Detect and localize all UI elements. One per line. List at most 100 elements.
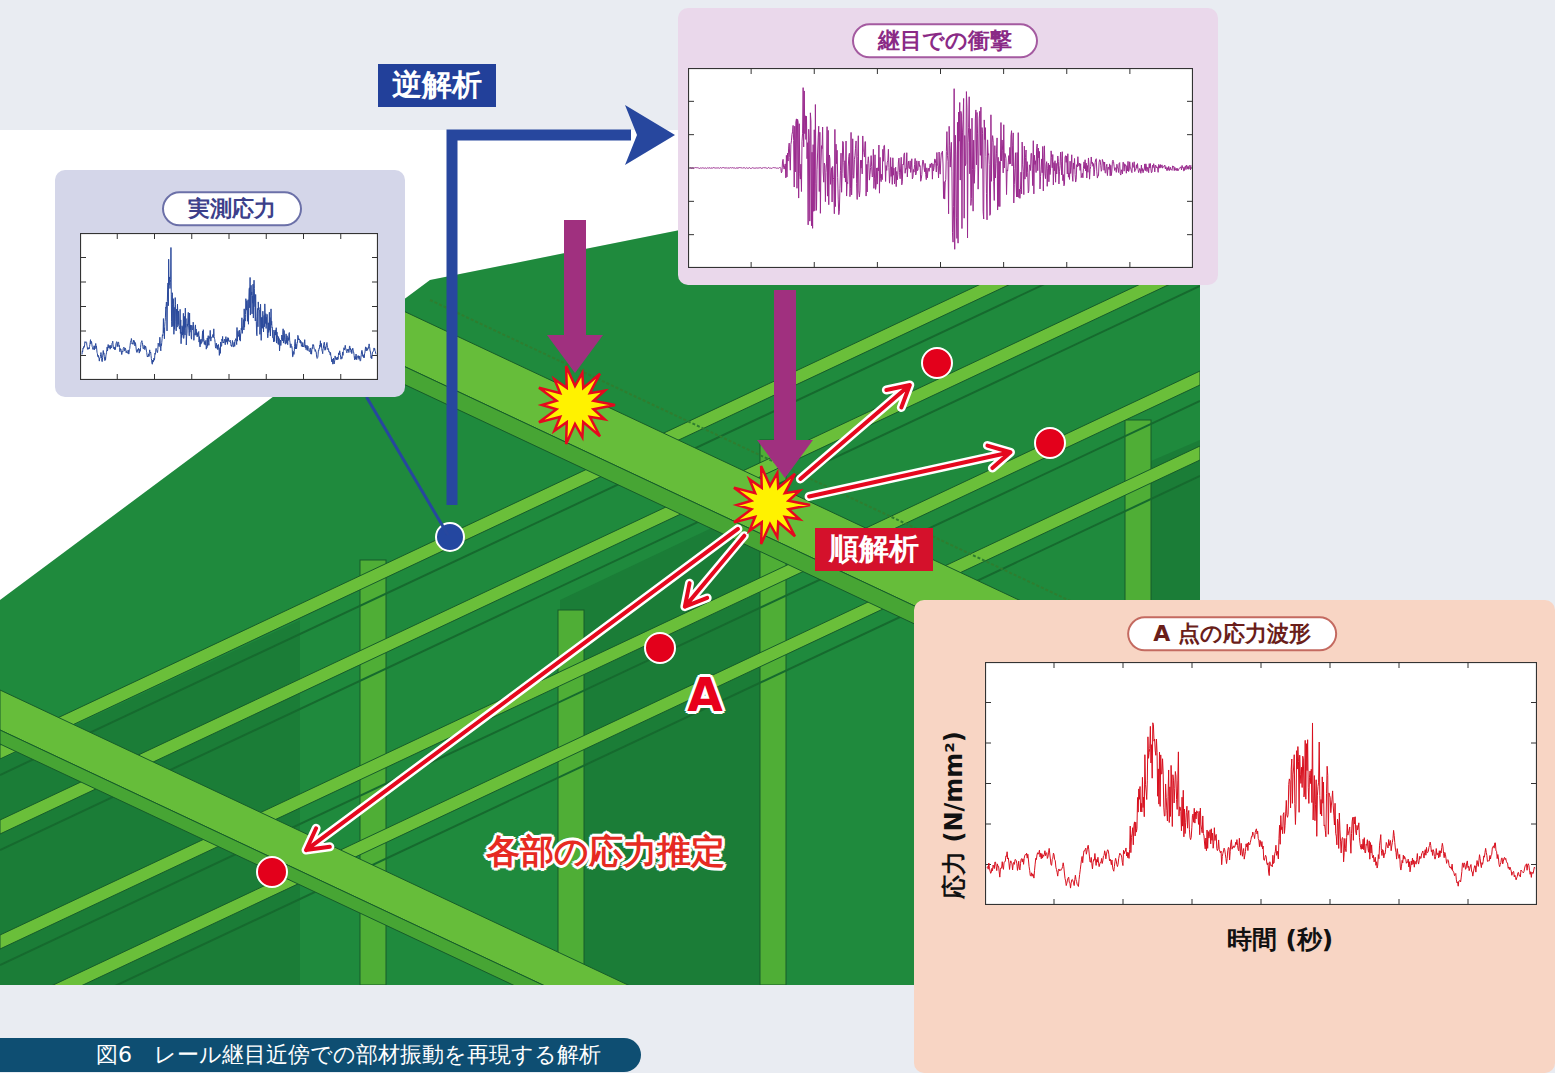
evaluation-point <box>645 633 675 663</box>
illustration-part <box>940 262 941 268</box>
waveform <box>987 723 1535 888</box>
evaluation-point <box>922 348 952 378</box>
illustration-part <box>751 68 752 74</box>
illustration-part <box>154 374 155 380</box>
leader-line <box>367 397 449 535</box>
inverse-analysis-arrow <box>367 105 676 535</box>
impact-burst <box>734 466 810 544</box>
illustration-part <box>1531 824 1537 825</box>
waveform-chart <box>985 662 1537 905</box>
illustration-part <box>985 783 991 784</box>
illustration-part <box>372 282 378 283</box>
stress-arrow <box>809 446 1010 497</box>
chart-frame <box>689 69 1193 268</box>
illustration-part <box>1123 662 1124 668</box>
waveform-chart <box>80 233 378 380</box>
illustration-part <box>1187 134 1193 135</box>
illustration-part <box>229 374 230 380</box>
illustration-part <box>1399 662 1400 668</box>
illustration-part <box>985 864 991 865</box>
panel-title: 実測応力 <box>162 191 302 226</box>
illustration-part <box>985 702 991 703</box>
stress-arrow-outline <box>809 446 1010 497</box>
illustration-part <box>303 233 304 239</box>
illustration-part <box>877 262 878 268</box>
point-label: A <box>687 669 723 722</box>
axis-label: 時間 (秒) <box>1227 926 1334 955</box>
illustration-part <box>1261 899 1262 905</box>
illustration-part <box>1531 783 1537 784</box>
waveform <box>82 248 376 365</box>
waveform <box>690 88 1191 250</box>
illustration-part <box>1531 702 1537 703</box>
gauge-point <box>436 523 464 551</box>
stress-arrow <box>800 385 909 479</box>
illustration-part <box>751 262 752 268</box>
illustration-part <box>117 374 118 380</box>
chart-ticks <box>985 662 1537 905</box>
illustration-part <box>688 134 694 135</box>
illustration-part <box>372 257 378 258</box>
waveform-chart <box>688 68 1193 268</box>
illustration-part <box>1468 899 1469 905</box>
illustration-part <box>1003 68 1004 74</box>
panel-title: 継目での衝撃 <box>852 23 1038 58</box>
illustration-part <box>303 374 304 380</box>
illustration-part <box>877 68 878 74</box>
evaluation-point <box>257 857 287 887</box>
load-arrow-head <box>547 335 603 373</box>
illustration-part <box>1054 899 1055 905</box>
illustration-part <box>340 233 341 239</box>
cross-beam-face <box>0 730 660 1054</box>
illustration-part <box>1003 262 1004 268</box>
annotation: 各部の応力推定 <box>486 832 725 871</box>
illustration-part <box>1531 743 1537 744</box>
illustration-part <box>1468 662 1469 668</box>
illustration-part <box>940 68 941 74</box>
illustration-part <box>1330 662 1331 668</box>
stress-chart-panel: A 点の応力波形応力 (N/mm²)時間 (秒) <box>914 600 1555 1073</box>
measured-stress-panel: 実測応力 <box>55 170 405 397</box>
illustration-part <box>372 306 378 307</box>
illustration-part <box>154 233 155 239</box>
impact-panel: 継目での衝撃 <box>678 8 1218 285</box>
illustration-part <box>1192 899 1193 905</box>
illustration-part <box>1187 101 1193 102</box>
illustration-part <box>1066 68 1067 74</box>
illustration-part <box>1531 864 1537 865</box>
illustration-part <box>80 306 86 307</box>
illustration-part <box>372 355 378 356</box>
illustration-part <box>1123 899 1124 905</box>
illustration-part <box>80 331 86 332</box>
illustration-part <box>1187 234 1193 235</box>
chart-ticks <box>688 68 1193 268</box>
method-label: 逆解析 <box>378 64 496 107</box>
illustration-part <box>985 743 991 744</box>
illustration-part <box>1066 262 1067 268</box>
illustration-part <box>1261 662 1262 668</box>
illustration-part <box>688 234 694 235</box>
chart-ticks <box>80 233 378 380</box>
illustration-part <box>117 233 118 239</box>
illustration-part <box>814 262 815 268</box>
stress-arrow-outline <box>306 529 738 850</box>
arrow-shaft <box>452 135 631 505</box>
evaluation-point <box>1035 428 1065 458</box>
illustration-part <box>229 233 230 239</box>
illustration-part <box>814 68 815 74</box>
illustration-part <box>688 201 694 202</box>
illustration-part <box>80 355 86 356</box>
illustration-part <box>688 101 694 102</box>
stress-arrow-outline <box>800 385 909 479</box>
illustration-part <box>372 331 378 332</box>
arrow-head <box>625 105 675 165</box>
load-arrow-shaft <box>564 220 586 335</box>
illustration-part <box>1192 662 1193 668</box>
illustration-part <box>1129 262 1130 268</box>
load-arrow-shaft <box>774 290 796 440</box>
illustration-part <box>191 233 192 239</box>
illustration-part <box>191 374 192 380</box>
illustration-part <box>80 282 86 283</box>
illustration-part <box>80 257 86 258</box>
